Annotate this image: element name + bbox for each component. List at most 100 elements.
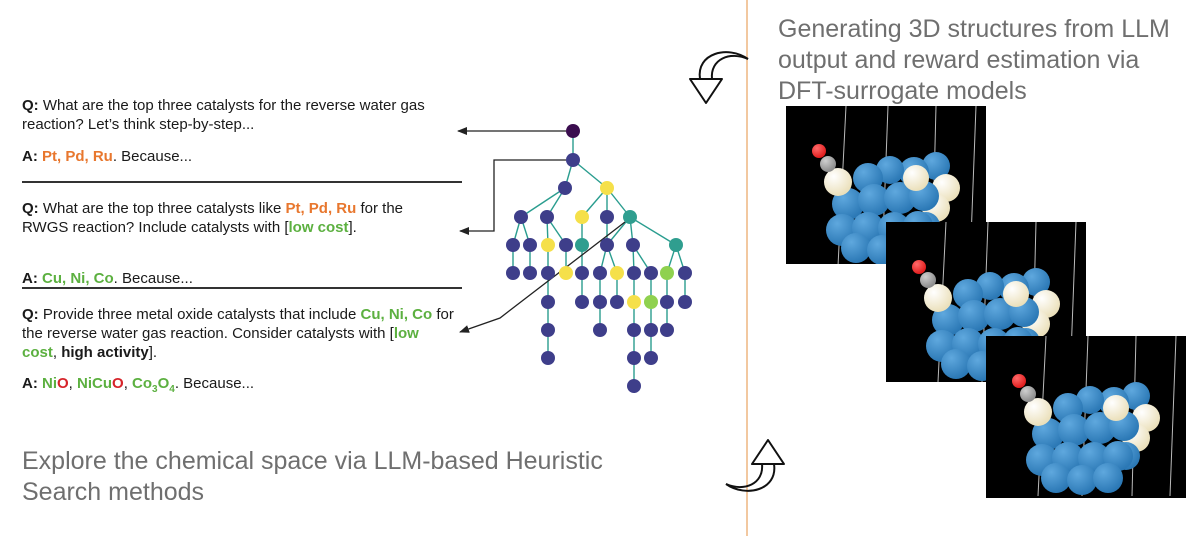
vertical-divider	[746, 0, 748, 536]
q-label: Q:	[22, 306, 39, 323]
surface-atom	[824, 168, 852, 196]
tree-node	[523, 266, 537, 280]
metal-atom	[884, 182, 916, 214]
tree-node	[541, 238, 555, 252]
tree-edge	[572, 159, 608, 189]
carbon-atom	[920, 272, 936, 288]
tree-node	[575, 295, 589, 309]
a-label: A:	[22, 375, 38, 392]
question-1: Q: What are the top three catalysts for …	[22, 96, 442, 134]
tree-node	[575, 266, 589, 280]
surface-atom	[903, 165, 929, 191]
tree-node	[523, 238, 537, 252]
tree-node	[627, 351, 641, 365]
metal-atom	[1032, 418, 1064, 450]
divider-2	[22, 287, 462, 289]
tree-node	[678, 295, 692, 309]
oxygen-atom	[1012, 374, 1026, 388]
carbon-atom	[1020, 386, 1036, 402]
question-3-constraint-activity: high activity	[61, 344, 149, 361]
caption-left: Explore the chemical space via LLM-based…	[22, 447, 603, 506]
tree-node	[559, 238, 573, 252]
metal-atom	[1041, 463, 1071, 493]
metal-atom	[1093, 463, 1123, 493]
tree-node	[626, 238, 640, 252]
divider-1	[22, 181, 462, 183]
question-3: Q: Provide three metal oxide catalysts t…	[22, 306, 454, 361]
structure-panel-2	[886, 222, 1086, 382]
pointer-arrow	[459, 159, 566, 235]
tree-node	[627, 266, 641, 280]
tree-node	[627, 379, 641, 393]
metal-atom	[922, 152, 950, 180]
oxygen-atom	[812, 144, 826, 158]
tree-node	[600, 181, 614, 195]
tree-node	[627, 295, 641, 309]
catalyst-slab-3	[1012, 336, 1177, 497]
tree-node	[660, 323, 674, 337]
metal-atom	[876, 156, 904, 184]
tree-node	[541, 266, 555, 280]
tree-edges	[512, 131, 686, 386]
tree-node	[678, 266, 692, 280]
surface-atom	[1024, 398, 1052, 426]
tree-node	[610, 266, 624, 280]
tree-node	[610, 295, 624, 309]
q-label: Q:	[22, 97, 39, 114]
a-label: A:	[22, 148, 38, 165]
answer-1: A: Pt, Pd, Ru. Because...	[22, 148, 193, 165]
tree-node	[660, 266, 674, 280]
question-2-constraint: low cost	[288, 219, 349, 236]
tree-node	[660, 295, 674, 309]
carbon-atom	[820, 156, 836, 172]
tree-node	[541, 351, 555, 365]
metal-atom	[1076, 386, 1104, 414]
tree-node	[506, 266, 520, 280]
tree-node	[600, 238, 614, 252]
metal-atom	[1022, 268, 1050, 296]
tree-node	[593, 323, 607, 337]
cycle-arrow-bottom-icon	[725, 439, 785, 492]
surface-atom	[1103, 395, 1129, 421]
tree-node	[593, 266, 607, 280]
tree-edge	[629, 216, 677, 246]
tree-node	[575, 210, 589, 224]
tree-node	[600, 210, 614, 224]
question-3-highlight: Cu, Ni, Co	[360, 306, 433, 323]
oxygen-atom	[912, 260, 926, 274]
surface-atom	[924, 284, 952, 312]
metal-atom	[832, 188, 864, 220]
tree-node	[559, 266, 573, 280]
question-1-text: What are the top three catalysts for the…	[22, 97, 425, 133]
pointer-arrow	[459, 221, 626, 333]
tree-node	[541, 295, 555, 309]
tree-node	[627, 323, 641, 337]
metal-atom	[841, 233, 871, 263]
tree-node	[644, 351, 658, 365]
tree-node	[540, 210, 554, 224]
structure-panel-3	[986, 336, 1186, 498]
surface-atom	[1003, 281, 1029, 307]
tree-node	[506, 238, 520, 252]
metal-atom	[976, 272, 1004, 300]
metal-atom	[1067, 465, 1097, 495]
metal-atom	[958, 300, 990, 332]
a-label: A:	[22, 270, 38, 287]
tree-node	[623, 210, 637, 224]
answer-3: A: NiO, NiCuO, Co3O4. Because...	[22, 375, 255, 395]
tree-nodes	[506, 124, 692, 393]
cycle-arrow-top-icon	[689, 51, 749, 104]
tree-edge	[520, 187, 566, 218]
q-label: Q:	[22, 200, 39, 217]
metal-atom	[984, 298, 1016, 330]
tree-node	[514, 210, 528, 224]
metal-atom	[858, 184, 890, 216]
question-2-highlight: Pt, Pd, Ru	[285, 200, 357, 217]
tree-root-node	[566, 124, 580, 138]
question-3-constraint-cost: low cost	[22, 325, 419, 361]
tree-node	[644, 266, 658, 280]
metal-atom	[1084, 412, 1116, 444]
tree-node	[644, 323, 658, 337]
tree-node	[558, 181, 572, 195]
metal-atom	[932, 304, 964, 336]
